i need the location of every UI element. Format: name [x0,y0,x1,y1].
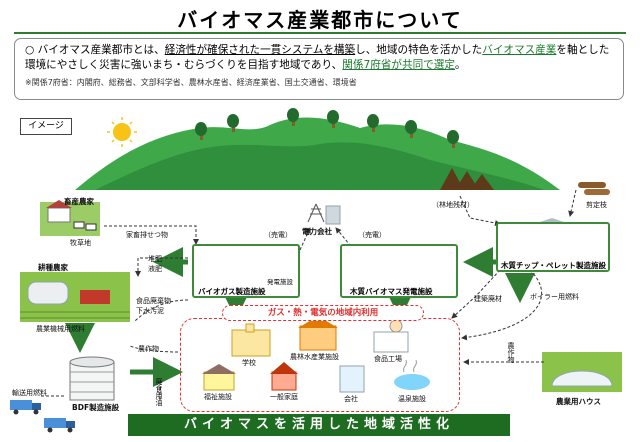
bullet-marker: ○ [25,44,35,56]
description-box: ○ バイオマス産業都市とは、経済性が確保された一貫システムを構築し、地域の特色を… [14,38,624,100]
household-label: 一般家庭 [270,393,298,401]
livestock-farm-illustration [40,200,100,236]
zone-title: ガス・熱・電気の地域内利用 [222,305,424,321]
waste-oil-label: 廃食用油 [155,378,163,406]
compost-liquid-label: 堆肥 液肥 [148,255,162,273]
truck-icon [10,400,75,433]
agri-facility-illustration [298,316,338,351]
highlight-biomass-industry: バイオマス産業 [482,44,557,56]
company-illustration [339,365,365,393]
greenhouse-illustration [542,352,622,392]
hot-spring-label: 温泉施設 [398,395,426,403]
image-label: イメージ [20,118,72,135]
food-factory-label: 食品工場 [374,355,402,363]
title-underline [14,32,626,34]
sun-icon [107,117,137,147]
description-text: ○ バイオマス産業都市とは、経済性が確保された一貫システムを構築し、地域の特色を… [25,44,610,71]
livestock-farm-label: 畜産農家 [64,197,94,206]
bottom-banner: バイオマスを活用した地域活性化 [128,414,510,436]
welfare-illustration [202,364,236,391]
forest-residue-label: （林地残材） [432,201,474,209]
pasture-label: 牧草地 [70,239,91,247]
welfare-label: 福祉施設 [204,393,232,401]
crop-farm-label: 耕種農家 [38,263,68,272]
power-company-building [325,205,341,225]
transport-fuel-label: 輸送用燃料 [12,389,47,397]
greenhouse-label: 農業用ハウス [556,397,601,406]
bdf-tank-icon [69,356,115,401]
highlight-economic: 経済性が確保された一貫システムを構築 [164,44,356,56]
company-label: 会社 [344,395,358,403]
page-title: バイオマス産業都市について [177,8,463,32]
boiler-fuel-label: ボイラー用燃料 [530,293,579,301]
bdf-plant-label: BDF製造施設 [72,403,120,412]
wood-chip-plant-box [496,222,610,272]
biogas-power-label: 発電施設 [267,278,293,286]
biogas-plant-label: バイオガス製造施設 [198,287,266,296]
power-tower-icon [307,203,325,223]
ministries-note: ※関係7府省：内閣府、総務省、文部科学省、農林水産省、経済産業省、国土交通省、環… [25,78,357,87]
food-waste-label: 食品廃棄物 下水汚泥 [136,297,171,315]
school-label: 学校 [242,359,256,367]
woody-power-label: 木質バイオマス発電施設 [350,287,433,296]
construction-waste-label: 建築廃材 [474,295,502,303]
school-illustration [231,323,271,357]
crop-farm-illustration [20,272,130,322]
log-pile-icon [578,182,610,195]
biogas-plant-box [192,244,300,298]
livestock-manure-label: 家畜排せつ物 [126,231,168,239]
electricity-right-label: （売電） [358,231,386,239]
farm-fuel-label: 農業機械用燃料 [36,325,85,333]
highlight-seven-ministries: 関係7府省が共同で選定 [342,59,455,71]
agri-facility-label: 農林水産業施設 [290,353,339,361]
crops-left-label: 農作物 [138,345,159,353]
hot-spring-illustration [394,359,430,390]
pruned-branches-label: 剪定枝 [586,201,607,209]
wood-chip-plant-label: 木質チップ・ペレット製造施設 [501,261,606,270]
mountains-illustration [75,108,560,190]
woody-power-plant-box [340,244,458,298]
crops-right-label: 農作物 [507,342,515,363]
power-company-label: 電力会社 [302,227,332,236]
household-illustration [270,362,298,391]
electricity-left-label: （売電） [264,231,292,239]
